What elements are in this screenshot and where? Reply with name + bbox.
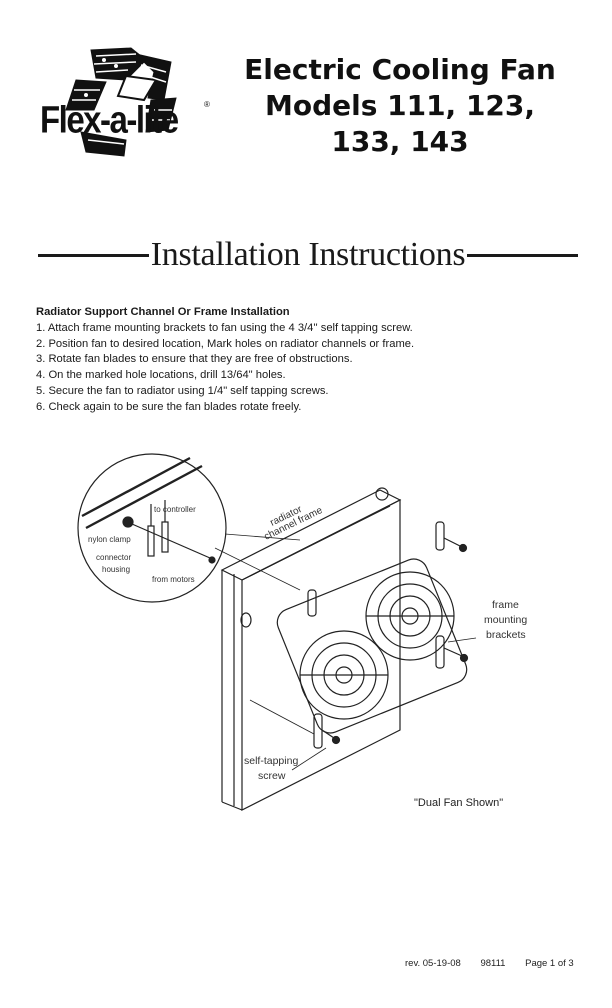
- label-nylon-clamp: nylon clamp: [88, 535, 131, 544]
- channel-line: [81, 456, 191, 518]
- registered-mark: ®: [204, 100, 210, 109]
- screw-icon: [458, 543, 468, 553]
- detail-callout-circle: [77, 453, 227, 603]
- page-footer: rev. 05-19-08 98111 Page 1 of 3: [405, 958, 574, 969]
- label-connector: connector: [96, 553, 131, 562]
- step-item: 4. On the marked hole locations, drill 1…: [36, 369, 286, 382]
- revision-date: rev. 05-19-08: [405, 958, 461, 969]
- label-to-controller: to controller: [154, 505, 196, 514]
- label-from-motors: from motors: [152, 575, 195, 584]
- label-brackets: brackets: [486, 629, 526, 641]
- diagram-caption: "Dual Fan Shown": [414, 797, 504, 809]
- label-screw: screw: [258, 770, 286, 782]
- label-housing: housing: [102, 565, 130, 574]
- screw-icon: [208, 556, 216, 564]
- mounting-bracket: [307, 589, 317, 617]
- mounting-bracket: [435, 521, 445, 551]
- step-item: 6. Check again to be sure the fan blades…: [36, 400, 302, 413]
- flex-a-lite-logo: Flex-a-lite ®: [36, 40, 216, 160]
- radiator-frame: [220, 487, 402, 811]
- title-line-2: Models 111, 123,: [264, 89, 536, 122]
- mounting-bracket: [435, 635, 445, 669]
- fan-shroud: [276, 558, 468, 734]
- logo-emblem-icon: [65, 47, 177, 157]
- left-rule-divider: [38, 253, 149, 257]
- connector-icon: [147, 525, 155, 557]
- label-self-tapping: self-tapping: [244, 755, 298, 767]
- nylon-clamp-icon: [122, 516, 134, 528]
- label-mounting: mounting: [484, 614, 527, 626]
- step-item: 1. Attach frame mounting brackets to fan…: [36, 321, 413, 334]
- installation-heading: Installation Instructions: [38, 232, 579, 278]
- step-item: 2. Position fan to desired location, Mar…: [36, 337, 415, 350]
- right-rule-divider: [467, 253, 579, 257]
- mounting-bracket: [313, 713, 323, 749]
- document-title: Electric Cooling Fan Models 111, 123, 13…: [220, 52, 580, 160]
- fan-installation-diagram: to controller nylon clamp connector hous…: [77, 453, 527, 811]
- part-number: 98111: [480, 958, 506, 969]
- step-item: 5. Secure the fan to radiator using 1/4"…: [36, 384, 329, 397]
- step-item: 3. Rotate fan blades to ensure that they…: [36, 353, 353, 366]
- section-title: Radiator Support Channel Or Frame Instal…: [36, 306, 290, 318]
- logo-wordmark: Flex-a-lite: [40, 98, 179, 141]
- screw-icon: [331, 735, 341, 745]
- title-line-1: Electric Cooling Fan: [244, 53, 556, 86]
- screw-icon: [459, 653, 469, 663]
- title-line-3: 133, 143: [331, 125, 469, 158]
- heading-text: Installation Instructions: [150, 236, 466, 273]
- channel-line: [85, 464, 203, 530]
- instructions-section: Radiator Support Channel Or Frame Instal…: [36, 305, 556, 416]
- page-number: Page 1 of 3: [525, 958, 574, 969]
- label-frame: frame: [492, 599, 519, 611]
